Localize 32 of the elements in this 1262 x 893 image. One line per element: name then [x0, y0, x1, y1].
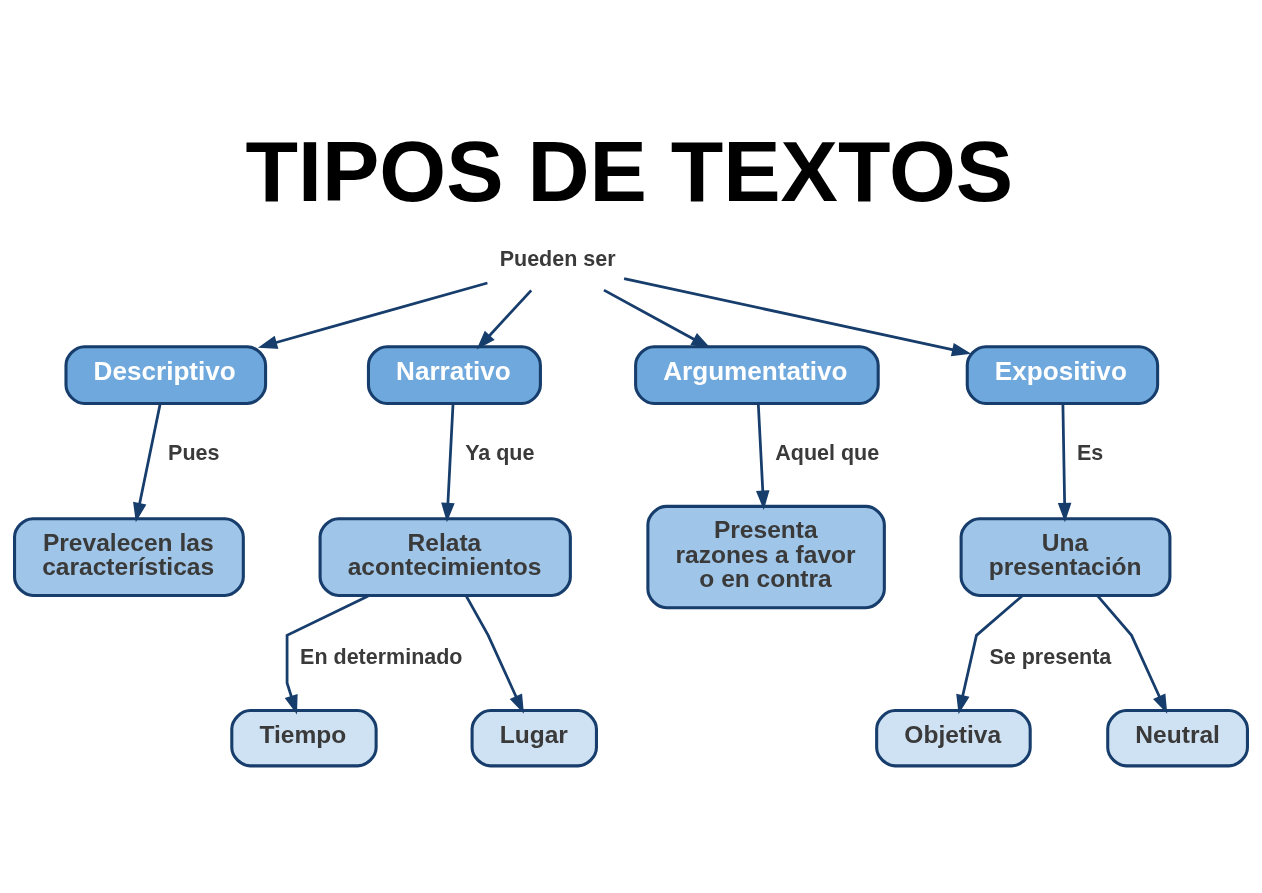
- edge-label: Es: [1077, 440, 1104, 465]
- node-box: Descriptivo: [64, 345, 268, 406]
- arrow: [756, 403, 770, 510]
- edge-label: En determinado: [300, 645, 463, 670]
- node-box: Presenta razones a favor o en contra: [646, 504, 886, 610]
- arrow: [133, 403, 162, 523]
- node-box: Lugar: [470, 709, 598, 768]
- arrow: [1096, 594, 1168, 714]
- edge-label: Ya que: [465, 440, 535, 465]
- node-box: Narrativo: [366, 345, 542, 406]
- arrow: [623, 277, 972, 357]
- node-text: Pueden ser: [499, 247, 616, 272]
- edge-label: Pues: [168, 440, 220, 465]
- diagram-title: TIPOS DE TEXTOS: [245, 122, 1014, 219]
- arrow: [441, 403, 455, 523]
- arrow: [476, 289, 533, 350]
- node-box: Tiempo: [230, 709, 378, 768]
- node-box: Argumentativo: [634, 345, 880, 406]
- arrow: [464, 594, 524, 714]
- arrow: [1057, 403, 1072, 523]
- node-box: Prevalecen las características: [13, 517, 245, 597]
- node-box: Expositivo: [965, 345, 1160, 406]
- node-box: Objetiva: [875, 709, 1032, 768]
- node-box: Neutral: [1106, 709, 1249, 768]
- arrow: [257, 281, 488, 349]
- node-box: Relata acontecimientos: [318, 517, 572, 597]
- edge-label: Aquel que: [775, 440, 880, 465]
- arrow: [956, 594, 1024, 715]
- arrow: [603, 288, 711, 349]
- edge-label: Se presenta: [989, 645, 1112, 670]
- arrow: [284, 594, 370, 715]
- node-box: Una presentación: [959, 517, 1172, 597]
